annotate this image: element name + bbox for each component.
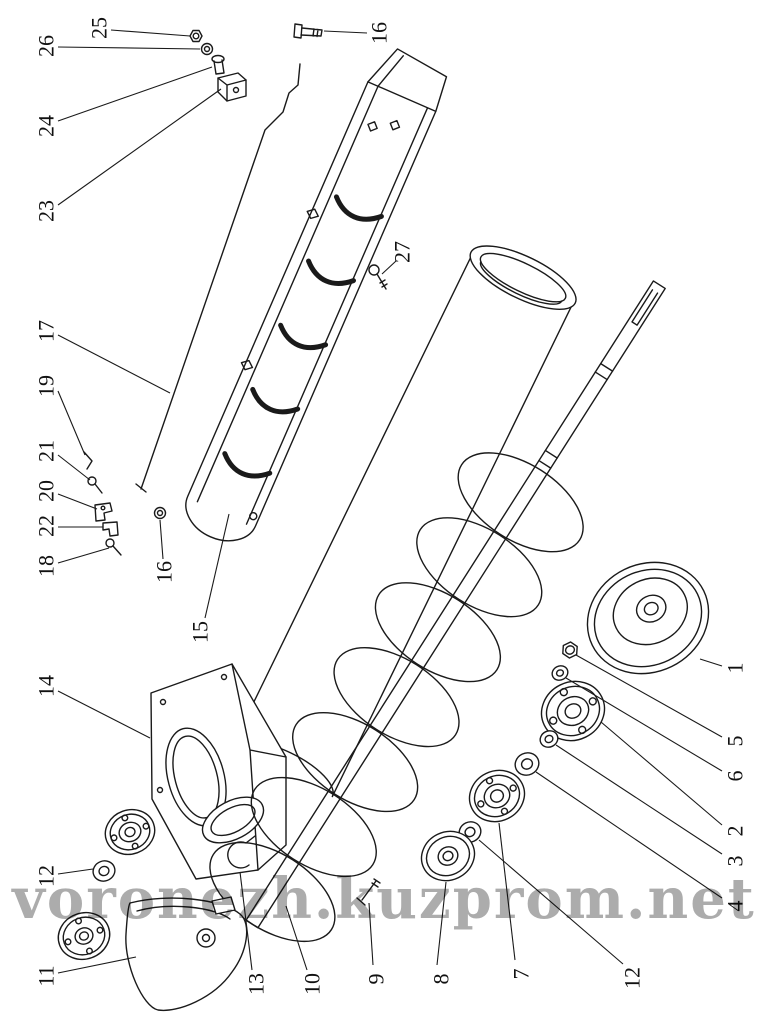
bolt-part-18 [105,538,122,556]
washer-part-6 [551,665,569,681]
washer-part-16-mid [153,506,167,520]
rod-part-17 [135,63,301,493]
pin-part-19 [83,451,93,470]
callout-label-12: 12 [34,865,59,887]
callout-leader-14 [57,690,151,739]
fasteners-left [83,451,167,556]
bearing-flange-part-2 [540,680,606,742]
callout-leader-12 [57,868,94,875]
bolt-part-27 [368,264,388,290]
bolt-part-9 [356,878,381,906]
drive-parts-chain [420,561,710,882]
callout-label-9: 9 [364,974,389,985]
callout-label-17: 17 [34,320,59,342]
callout-leader-23 [57,88,222,206]
clip-part-22 [102,521,119,537]
callout-label-10: 10 [300,973,325,995]
callout-leader-21 [57,454,91,481]
callout-leader-16 [323,30,368,34]
callout-label-4: 4 [723,901,748,912]
washer-part-26 [200,42,214,56]
callout-leader-9 [368,902,374,966]
callout-leader-7 [498,822,516,961]
disc-part-8 [420,830,476,882]
callout-label-3: 3 [723,856,748,867]
flanged-bearing-left [104,808,156,856]
callout-leader-8 [436,881,447,966]
pulley-part-1 [586,561,710,675]
callout-leader-1 [699,658,723,667]
hopper-part-14 [150,663,287,880]
callout-label-23: 23 [34,200,59,222]
trough-part-15 [185,48,448,542]
callout-leader-20 [57,493,98,510]
nut-part-5 [562,641,578,659]
nut-part-25 [189,29,203,43]
cover-plate-part-11 [125,896,248,1012]
callout-label-27: 27 [390,241,415,263]
callout-label-2: 2 [723,826,748,837]
callout-leader-27 [381,260,397,275]
callout-label-20: 20 [34,480,59,502]
flange-part-7 [468,769,526,823]
callout-label-16: 16 [367,22,392,44]
callout-leader-18 [57,547,110,564]
auger-screw-part-10 [209,280,666,943]
bracket-part-23 [217,72,247,102]
bolt-part-21 [87,476,103,494]
bracket-part-20 [94,502,113,522]
callout-label-13: 13 [244,973,269,995]
callout-leader-26 [57,46,201,50]
callout-label-12: 12 [620,967,645,989]
bolt-part-16-top [293,23,323,39]
callout-label-7: 7 [509,969,534,980]
callout-label-8: 8 [429,974,454,985]
ring-part-4 [514,752,540,776]
callout-label-14: 14 [34,675,59,697]
callout-leader-15 [204,513,230,619]
callout-leader-2 [600,721,723,826]
callout-label-5: 5 [723,736,748,747]
callout-leader-6 [565,677,723,772]
callout-label-11: 11 [34,965,59,986]
ring-part-12-left [92,860,116,882]
callout-label-21: 21 [34,440,59,462]
callout-leader-24 [57,66,213,122]
callout-leader-12 [478,839,624,965]
flange-disc-left [57,911,111,961]
callout-label-25: 25 [87,17,112,39]
callout-leader-10 [285,905,308,971]
watermark: voronezh.kuzprom.net [10,866,755,932]
callout-label-6: 6 [723,771,748,782]
washer-part-3 [539,730,559,748]
callout-leader-4 [535,771,723,899]
callout-leader-5 [575,654,723,738]
callout-leader-13 [239,871,253,971]
callout-label-24: 24 [34,115,59,137]
callout-label-15: 15 [188,621,213,643]
clamp-part-13 [227,835,256,869]
callout-leader-3 [555,744,723,855]
callout-leader-25 [110,29,191,37]
callout-label-18: 18 [34,555,59,577]
callout-label-1: 1 [723,663,748,674]
fasteners-top [189,23,388,290]
bolt-part-24 [211,54,225,75]
callout-leader-17 [57,334,171,394]
callout-leader-11 [57,956,137,974]
callout-label-26: 26 [34,35,59,57]
callout-leader-16 [159,519,164,560]
callout-leader-19 [57,390,86,456]
callout-label-19: 19 [34,375,59,397]
callout-label-22: 22 [34,515,59,537]
bearing-part-12-left-cluster [57,808,156,961]
callout-label-16: 16 [152,561,177,583]
